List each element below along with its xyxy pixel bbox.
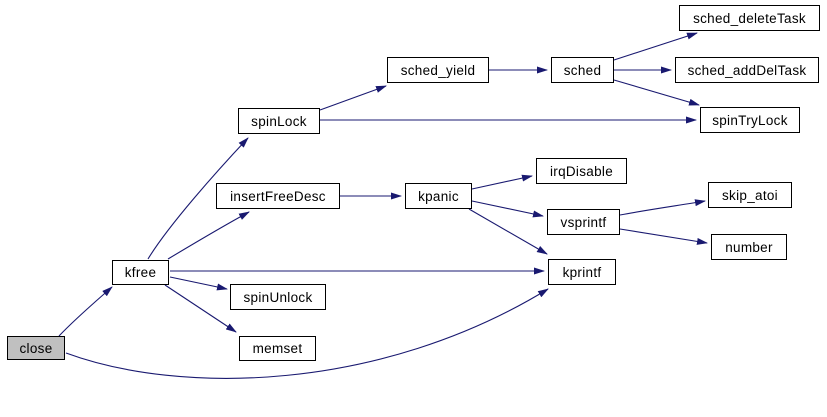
edge-sched-to-sched_deleteTask [613, 32, 698, 61]
edge-kpanic-to-kprintf [468, 208, 548, 255]
graph-node-irqDisable[interactable]: irqDisable [536, 158, 627, 184]
edge-vsprintf-to-number [619, 228, 708, 245]
graph-node-sched[interactable]: sched [551, 57, 614, 83]
edge-close-to-kprintf [65, 288, 549, 379]
edge-vsprintf-to-skip_atoi [619, 199, 706, 216]
graph-node-sched_deleteTask[interactable]: sched_deleteTask [679, 5, 820, 31]
graph-node-spinTryLock[interactable]: spinTryLock [700, 107, 800, 133]
graph-node-sched_yield[interactable]: sched_yield [387, 57, 489, 83]
graph-node-skip_atoi[interactable]: skip_atoi [708, 182, 792, 208]
edge-sched-to-spinTryLock [613, 79, 700, 106]
edge-kfree-to-spinUnlock [169, 276, 228, 291]
edge-kfree-to-spinLock [147, 137, 249, 260]
edge-close-to-kfree [58, 286, 113, 337]
edge-kfree-to-memset [164, 284, 237, 333]
edge-kpanic-to-irqDisable [471, 174, 533, 190]
graph-node-vsprintf[interactable]: vsprintf [547, 209, 620, 235]
graph-node-insertFreeDesc[interactable]: insertFreeDesc [216, 183, 340, 209]
edge-kpanic-to-vsprintf [471, 200, 544, 218]
edge-spinLock-to-sched_yield [319, 85, 387, 111]
graph-node-number[interactable]: number [711, 234, 787, 260]
graph-node-close: close [7, 336, 65, 360]
graph-node-memset[interactable]: memset [239, 336, 316, 361]
graph-node-kprintf[interactable]: kprintf [548, 259, 616, 285]
graph-node-sched_addDelTask[interactable]: sched_addDelTask [675, 57, 819, 83]
graph-node-spinUnlock[interactable]: spinUnlock [230, 284, 326, 310]
edge-kfree-to-insertFreeDesc [167, 211, 250, 260]
graph-node-kfree[interactable]: kfree [112, 260, 169, 285]
graph-node-kpanic[interactable]: kpanic [405, 183, 472, 209]
graph-node-spinLock[interactable]: spinLock [238, 108, 320, 134]
